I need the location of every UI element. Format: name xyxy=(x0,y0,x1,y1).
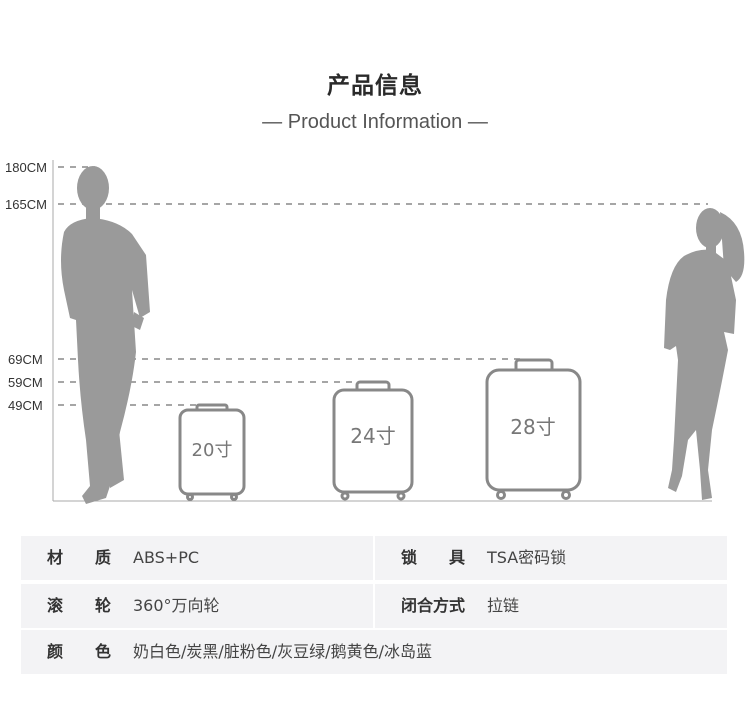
spec-label-lock: 锁 具 xyxy=(401,548,466,567)
luggage-24-label: 24寸 xyxy=(350,424,395,448)
man-silhouette xyxy=(61,166,150,504)
spec-label-material: 材 质 xyxy=(47,548,112,567)
spec-value-wheel: 360°万向轮 xyxy=(133,596,220,615)
spec-value-closure: 拉链 xyxy=(487,596,520,615)
spec-row-color: 颜 色 奶白色/炭黑/脏粉色/灰豆绿/鹅黄色/冰岛蓝 xyxy=(21,630,727,674)
luggage-20-inch xyxy=(178,403,246,501)
size-comparison-chart: 180CM 165CM 69CM 59CM 49CM 20寸 24寸 xyxy=(5,160,745,504)
spec-value-material: ABS+PC xyxy=(133,548,200,567)
luggage-20-label: 20寸 xyxy=(192,440,233,461)
spec-value-lock: TSA密码锁 xyxy=(487,548,567,567)
luggage-28-label: 28寸 xyxy=(510,415,555,439)
luggage-24-inch xyxy=(332,380,414,501)
spec-divider xyxy=(373,584,375,628)
height-label-180: 180CM xyxy=(5,160,47,175)
height-label-49: 49CM xyxy=(8,398,43,413)
height-label-69: 69CM xyxy=(8,352,43,367)
spec-row-wheel-closure: 滚 轮 360°万向轮 闭合方式 拉链 xyxy=(21,584,727,628)
spec-label-closure: 闭合方式 xyxy=(401,596,466,615)
luggage-28-inch xyxy=(485,358,582,500)
height-label-165: 165CM xyxy=(5,197,47,212)
page-subtitle: — Product Information — xyxy=(262,111,488,133)
spec-divider xyxy=(373,536,375,580)
woman-silhouette xyxy=(664,208,745,500)
spec-label-color: 颜 色 xyxy=(47,642,112,661)
height-label-59: 59CM xyxy=(8,375,43,390)
spec-value-color: 奶白色/炭黑/脏粉色/灰豆绿/鹅黄色/冰岛蓝 xyxy=(133,642,432,661)
spec-row-material-lock: 材 质 ABS+PC 锁 具 TSA密码锁 xyxy=(21,536,727,580)
page-title: 产品信息 xyxy=(327,73,423,99)
spec-label-wheel: 滚 轮 xyxy=(47,596,112,615)
spec-table: 材 质 ABS+PC 锁 具 TSA密码锁 滚 轮 360°万向轮 闭合方式 拉… xyxy=(21,536,727,674)
